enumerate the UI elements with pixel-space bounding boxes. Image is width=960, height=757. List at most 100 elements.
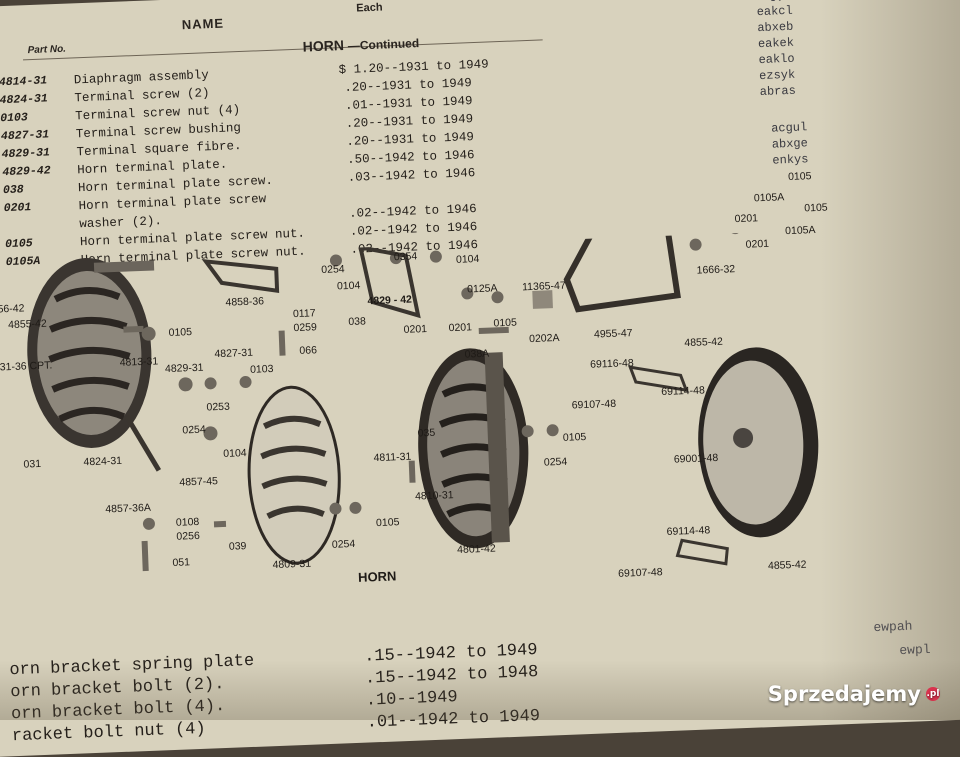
list-item: racket bolt nut (4) .01--1942 to 1949	[11, 707, 541, 747]
callout-label: 031	[23, 457, 42, 471]
part-name: Terminal square fibre.	[76, 138, 242, 160]
each-header: Each	[356, 1, 383, 15]
callout-label: 4829 - 42	[367, 293, 413, 308]
callout-label: 56-42	[0, 302, 25, 316]
callout-label: 066	[299, 344, 318, 357]
diagram-artwork	[27, 223, 819, 572]
callout-label: 039	[228, 540, 247, 553]
callout-label: 69107-48	[571, 397, 617, 412]
callout-label: 0105	[804, 201, 828, 215]
callout-label: 0254	[321, 263, 345, 277]
callout-label: 4810-31	[414, 489, 454, 503]
part-number: 4829-31	[1, 146, 51, 162]
callout-label: 4857-45	[179, 475, 219, 489]
part-number: 0105	[4, 237, 33, 252]
callout-label: 1666-32	[696, 263, 736, 277]
callout-label: 0105	[787, 170, 812, 184]
callout-label: 11365-47	[521, 279, 566, 294]
order-code: ewpah	[873, 618, 913, 636]
watermark-badge: .pl	[926, 687, 940, 701]
bracket	[563, 223, 681, 313]
callout-label: 0201	[448, 321, 473, 335]
callout-label: 0108	[175, 515, 200, 529]
callout-label: 0354	[393, 250, 418, 264]
diagram-caption: HORN	[357, 568, 397, 585]
callout-label: 0256	[176, 529, 201, 543]
callout-label: 038	[348, 315, 367, 329]
header-divider	[23, 39, 543, 61]
top-parts-list: 4814-31 Diaphragm assembly $ 1.20--1931 …	[0, 0, 960, 269]
callout-label: 4855-42	[7, 317, 47, 332]
part-number: 038	[2, 183, 24, 198]
part-price: .10--1949	[365, 688, 459, 711]
callout-label: 038A	[464, 347, 490, 361]
part-number: 4814-31	[0, 74, 48, 90]
callout-label: 4824-31	[83, 454, 123, 469]
callout-label: 051	[172, 556, 191, 569]
center-horn	[418, 348, 529, 549]
part-no-header: Part No.	[27, 43, 67, 57]
callout-label: 0259	[293, 321, 318, 335]
order-code: eakek	[757, 35, 795, 52]
callout-label: 0105A	[753, 191, 785, 205]
part-price: .02--1942 to 1946	[348, 202, 477, 221]
order-code: ewpl	[899, 641, 931, 659]
order-code: eaklo	[758, 51, 795, 68]
part-price: .20--1931 to 1949	[345, 112, 474, 131]
part-name: Horn terminal plate screw	[78, 192, 267, 214]
name-header: NAME	[181, 15, 225, 33]
right-horn	[698, 347, 819, 538]
section-name: HORN	[302, 36, 345, 55]
callout-label: 0104	[223, 447, 247, 460]
part-price: .02--1942 to 1946	[349, 220, 478, 239]
order-code: abxge	[771, 136, 809, 152]
part-name: Horn terminal plate.	[77, 157, 228, 178]
callout-label: 4858-36	[225, 295, 265, 309]
callout-label: 0201	[734, 212, 759, 226]
watermark: Sprzedajemy .pl	[768, 682, 940, 706]
callout-label: 4857-36A	[105, 501, 152, 516]
order-code: abras	[759, 83, 797, 100]
callout-label: 69107-48	[617, 566, 663, 580]
callout-label: 4811-31	[373, 450, 412, 465]
callout-label: 4813-31	[119, 355, 159, 369]
right-code-column: eajyd eakcl abxeb eakek eaklo ezsyk abra…	[0, 0, 960, 168]
order-code: abxeb	[757, 19, 794, 36]
callout-label: 69114-48	[666, 524, 711, 538]
callout-label: 0105A	[784, 224, 816, 238]
part-name: Terminal screw nut (4)	[74, 103, 241, 124]
section-suffix: —Continued	[347, 36, 420, 53]
part-price: .20--1931 to 1949	[344, 76, 473, 95]
grille	[247, 385, 341, 565]
order-code: eajyd	[756, 0, 793, 3]
part-name: washer (2).	[79, 214, 163, 232]
part-name: Terminal screw bushing	[75, 121, 242, 142]
order-code: ezsyk	[758, 67, 796, 84]
callout-label: 0201	[745, 237, 770, 251]
callout-label: 0125A	[466, 282, 498, 296]
callout-label: 0105	[562, 430, 587, 444]
callout-label: 69114-48	[661, 384, 706, 399]
callout-label: 0105	[168, 326, 193, 339]
callout-label: 69116-48	[589, 357, 634, 371]
callout-label: 0254	[331, 537, 356, 551]
callout-label: 4855-42	[684, 335, 724, 350]
order-code: enkys	[772, 152, 809, 168]
part-name: racket bolt nut (4)	[11, 719, 207, 747]
part-price: .50--1942 to 1946	[346, 148, 475, 167]
watermark-text: Sprzedajemy	[767, 682, 921, 706]
callout-label: 69001-48	[673, 451, 719, 466]
horn-exploded-diagram: 56-42 4855-42 31-36 CPT. 4813-31 0105 48…	[0, 170, 960, 602]
callout-label: 0254	[543, 455, 568, 469]
part-price: .20--1931 to 1949	[346, 130, 475, 149]
part-price: .01--1931 to 1949	[344, 94, 473, 113]
callout-label: 4809-31	[272, 557, 312, 572]
callout-label: 0105	[375, 516, 400, 530]
order-code: acgul	[770, 120, 808, 136]
left-horn	[27, 258, 155, 448]
callout-label: 4827-31	[214, 346, 254, 361]
callout-label: 4829-31	[164, 361, 204, 376]
callout-label: 4855-42	[767, 558, 807, 573]
callout-label: 0104	[336, 279, 361, 293]
